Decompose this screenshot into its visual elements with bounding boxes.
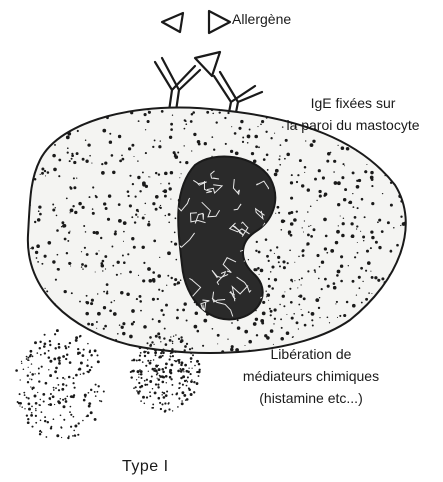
release-label-line-1: Libération de — [206, 343, 416, 365]
mediator-release-label: Libération de médiateurs chimiques (hist… — [206, 343, 416, 409]
allergen-label: Allergène — [232, 8, 291, 30]
release-label-line-3: (histamine etc...) — [206, 387, 416, 409]
ige-label: IgE fixées sur la paroi du mastocyte — [258, 92, 443, 136]
figure-caption: Type I — [122, 456, 169, 478]
ige-label-line-2: la paroi du mastocyte — [258, 114, 443, 136]
release-label-line-2: médiateurs chimiques — [206, 365, 416, 387]
allergen-triangle-left — [162, 13, 183, 32]
ige-label-line-1: IgE fixées sur — [258, 92, 443, 114]
allergen-triangle-right — [209, 11, 230, 33]
